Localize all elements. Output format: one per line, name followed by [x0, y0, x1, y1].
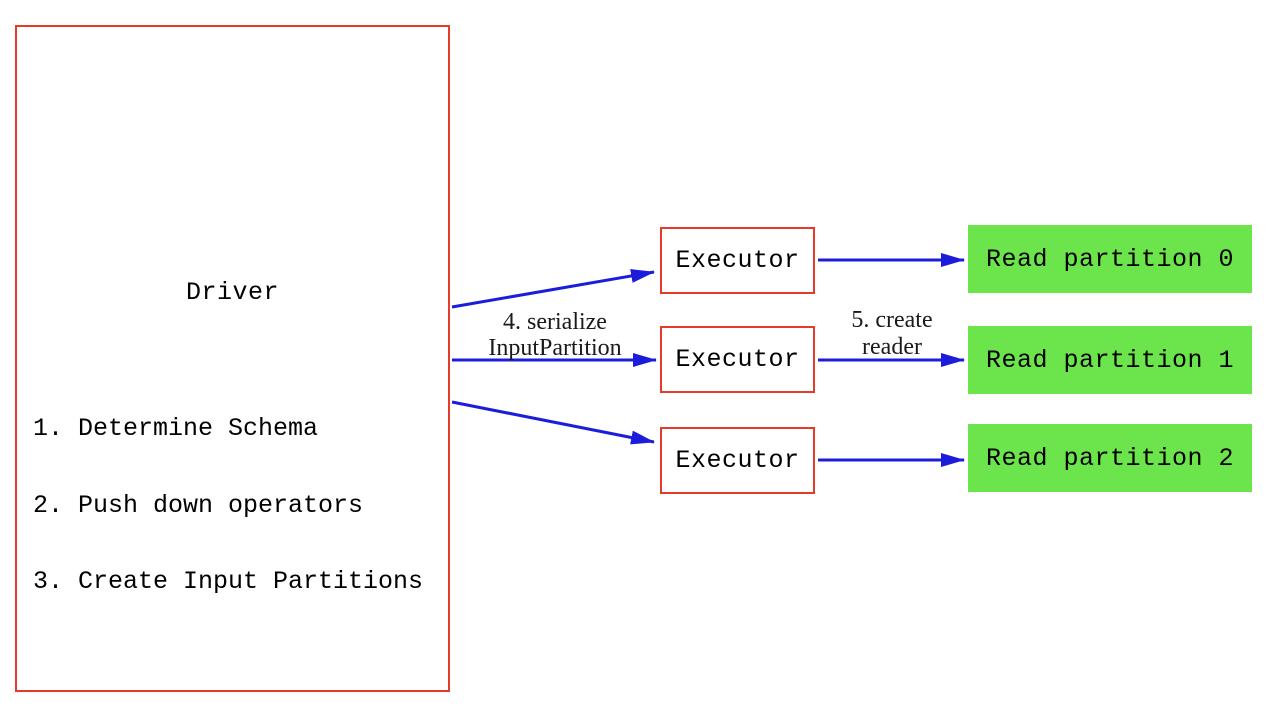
executor-label-1: Executor	[675, 345, 800, 374]
driver-step-1: 1. Determine Schema	[33, 414, 319, 443]
read-partition-label-2: Read partition 2	[985, 443, 1235, 473]
arrow-driver-executor-2	[451, 400, 655, 445]
read-partition-box-0: Read partition 0	[968, 225, 1252, 293]
arrow-driver-executor-0	[451, 269, 655, 309]
edge-label-serialize-line2: InputPartition	[488, 335, 622, 361]
driver-step-2: 2. Push down operators	[33, 490, 364, 520]
driver-box	[15, 25, 450, 692]
executor-box-2: Executor	[660, 427, 815, 494]
driver-step-3: 3. Create Input Partitions	[33, 567, 424, 596]
read-partition-label-0: Read partition 0	[985, 244, 1235, 274]
executor-box-0: Executor	[660, 227, 815, 294]
edge-label-create-reader-line2: reader	[862, 334, 922, 360]
executor-label-0: Executor	[675, 246, 800, 275]
read-partition-box-1: Read partition 1	[968, 326, 1252, 394]
driver-title: Driver	[185, 278, 279, 307]
edge-label-create-reader-line1: 5. create	[851, 307, 933, 333]
edge-label-serialize-line1: 4. serialize	[503, 309, 607, 335]
read-partition-label-1: Read partition 1	[985, 345, 1235, 375]
driver-steps: 1. Determine Schema 2. Push down operato…	[33, 365, 423, 646]
edge-label-serialize-inputpartition: 4. serialize InputPartition	[435, 309, 675, 361]
edge-label-create-reader: 5. create reader	[802, 307, 982, 361]
executor-box-1: Executor	[660, 326, 815, 393]
executor-label-2: Executor	[675, 446, 800, 475]
read-partition-box-2: Read partition 2	[968, 424, 1252, 492]
